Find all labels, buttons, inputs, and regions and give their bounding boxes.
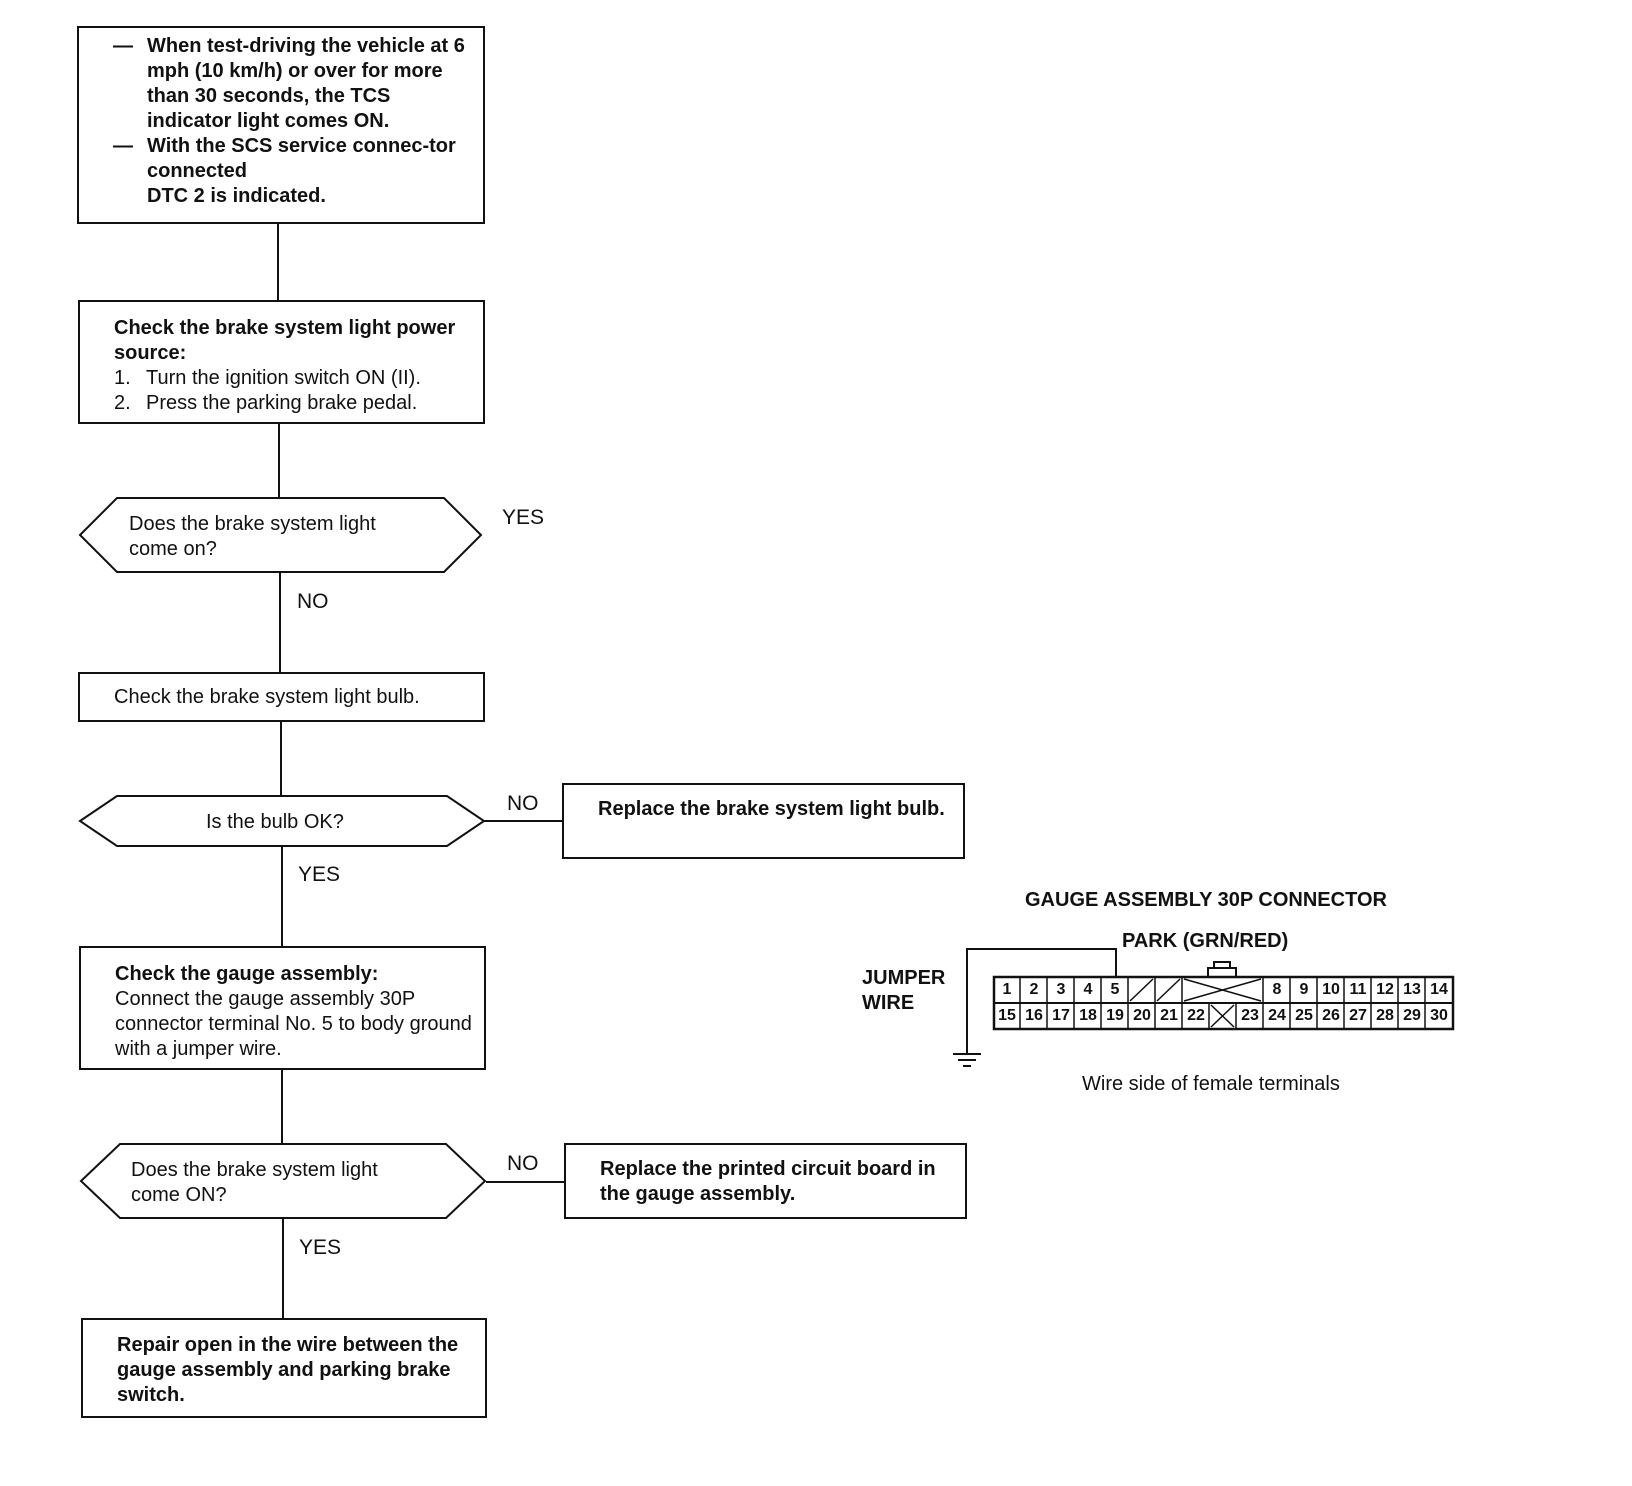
pin-9: 9 bbox=[1299, 981, 1309, 998]
pin-27: 27 bbox=[1349, 1007, 1367, 1024]
pin-23: 23 bbox=[1241, 1007, 1259, 1024]
check-power-source-box: Check the brake system light power sourc… bbox=[78, 300, 485, 424]
jumper-wire-line bbox=[966, 948, 1117, 1054]
replace-pcb-text: Replace the printed circuit board in the… bbox=[600, 1158, 936, 1205]
dash-bullet-2: — bbox=[113, 135, 133, 157]
repair-open-wire-box: Repair open in the wire between the gaug… bbox=[81, 1318, 487, 1418]
pin-3: 3 bbox=[1056, 981, 1066, 998]
decision-2-text: Is the bulb OK? bbox=[206, 811, 344, 833]
check-gauge-text: Connect the gauge assembly 30P connector… bbox=[115, 988, 472, 1060]
decision-1-yes-label: YES bbox=[502, 506, 545, 529]
pin-25: 25 bbox=[1295, 1007, 1313, 1024]
condition-bullet-1: When test-driving the vehicle at 6 mph (… bbox=[147, 35, 465, 132]
decision-1-text: Does the brake system light come on? bbox=[129, 513, 376, 560]
pin-29: 29 bbox=[1403, 1007, 1421, 1024]
condition-dtc: DTC 2 is indicated. bbox=[147, 185, 326, 207]
pin-4: 4 bbox=[1083, 981, 1093, 998]
pin-22: 22 bbox=[1187, 1007, 1205, 1024]
pin-2: 2 bbox=[1029, 981, 1039, 998]
connector-lock-tab bbox=[1207, 961, 1237, 977]
pin-12: 12 bbox=[1376, 981, 1394, 998]
pin-5: 5 bbox=[1110, 981, 1120, 998]
decision-2-no-label: NO bbox=[507, 792, 539, 815]
decision-3-text: Does the brake system light come ON? bbox=[131, 1159, 378, 1206]
park-terminal-label: PARK (GRN/RED) bbox=[1122, 930, 1289, 952]
pin-15: 15 bbox=[998, 1007, 1016, 1024]
pin-13: 13 bbox=[1403, 981, 1421, 998]
jumper-wire-label: JUMPER WIRE bbox=[862, 967, 946, 1014]
pin-21: 21 bbox=[1160, 1007, 1178, 1024]
check-bulb-text: Check the brake system light bulb. bbox=[114, 686, 420, 708]
connector-diagram bbox=[953, 948, 1455, 1067]
decision-3-no-label: NO bbox=[507, 1152, 539, 1175]
pin-10: 10 bbox=[1322, 981, 1340, 998]
decision-3-yes-label: YES bbox=[299, 1236, 342, 1259]
connector-empty-slashes bbox=[1129, 978, 1262, 1002]
condition-bullet-2: With the SCS service connec-tor connecte… bbox=[147, 135, 456, 182]
initial-condition-box: — When test-driving the vehicle at 6 mph… bbox=[77, 26, 485, 224]
step-text-1: Turn the ignition switch ON (II). bbox=[146, 367, 421, 389]
pin-16: 16 bbox=[1025, 1007, 1043, 1024]
decision-2-yes-label: YES bbox=[298, 863, 341, 886]
pin-1: 1 bbox=[1002, 981, 1012, 998]
pin-11: 11 bbox=[1349, 981, 1367, 998]
step-item-2: 2. Press the parking brake pedal. bbox=[114, 392, 418, 414]
connector-title: GAUGE ASSEMBLY 30P CONNECTOR bbox=[1025, 889, 1387, 911]
connector-caption: Wire side of female terminals bbox=[1082, 1073, 1340, 1095]
ground-icon bbox=[953, 1053, 981, 1067]
check-gauge-box: Check the gauge assembly: Connect the ga… bbox=[79, 946, 486, 1070]
decision-shape-1 bbox=[78, 497, 483, 573]
pin-14: 14 bbox=[1430, 981, 1448, 998]
dash-bullet-1: — bbox=[113, 35, 133, 57]
decision-shape-3 bbox=[79, 1143, 487, 1219]
replace-bulb-box: Replace the brake system light bulb. bbox=[562, 783, 965, 859]
pin-24: 24 bbox=[1268, 1007, 1286, 1024]
replace-bulb-text: Replace the brake system light bulb. bbox=[598, 798, 945, 820]
repair-open-wire-text: Repair open in the wire between the gaug… bbox=[117, 1334, 459, 1406]
pin-19: 19 bbox=[1106, 1007, 1124, 1024]
pin-28: 28 bbox=[1376, 1007, 1394, 1024]
step-item-1: 1. Turn the ignition switch ON (II). bbox=[114, 367, 421, 389]
pin-8: 8 bbox=[1272, 981, 1282, 998]
connector-x-cell bbox=[1210, 1004, 1235, 1028]
check-power-source-heading: Check the brake system light power sourc… bbox=[114, 317, 456, 364]
pin-20: 20 bbox=[1133, 1007, 1151, 1024]
pin-26: 26 bbox=[1322, 1007, 1340, 1024]
replace-pcb-box: Replace the printed circuit board in the… bbox=[564, 1143, 967, 1219]
pin-17: 17 bbox=[1052, 1007, 1070, 1024]
pin-18: 18 bbox=[1079, 1007, 1097, 1024]
decision-shape-2 bbox=[78, 795, 486, 847]
connector-bottom-dividers bbox=[1019, 1003, 1426, 1029]
pin-30: 30 bbox=[1430, 1007, 1448, 1024]
decision-1-no-label: NO bbox=[297, 590, 329, 613]
connector-top-dividers bbox=[1019, 977, 1426, 1003]
check-bulb-box: Check the brake system light bulb. bbox=[78, 672, 485, 722]
step-text-2: Press the parking brake pedal. bbox=[146, 392, 418, 414]
check-gauge-heading: Check the gauge assembly: bbox=[115, 963, 379, 985]
